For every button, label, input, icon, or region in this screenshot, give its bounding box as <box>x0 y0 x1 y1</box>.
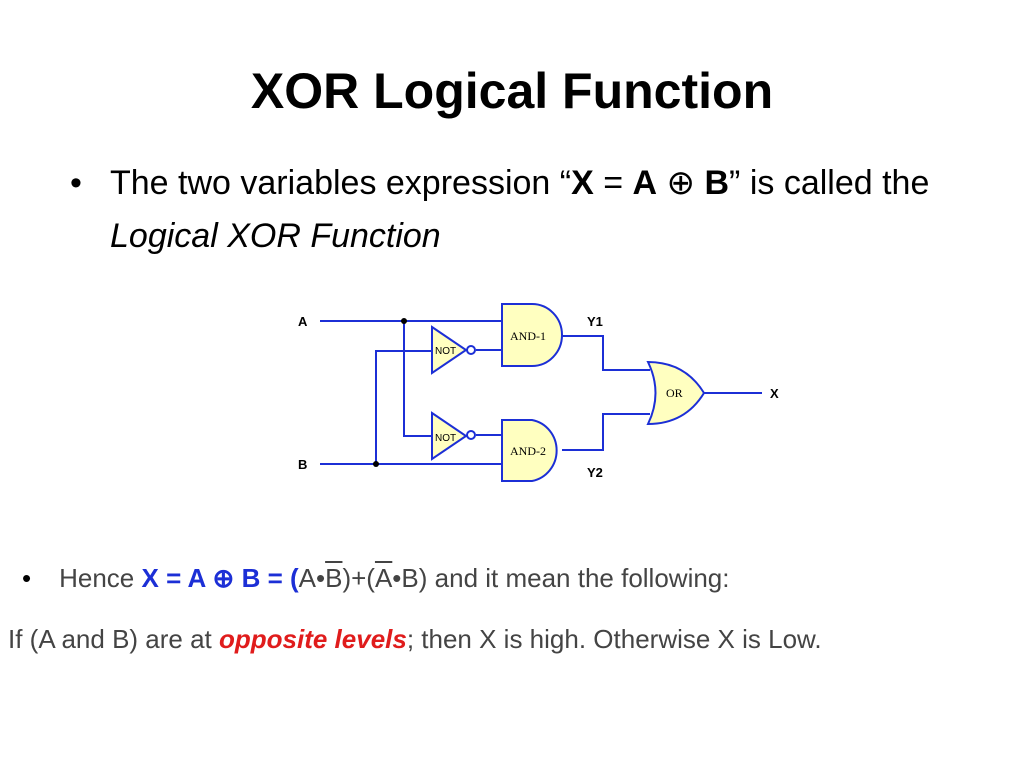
condition-pre: If (A and B) are at <box>8 624 219 654</box>
xor-function-name: Logical XOR Function <box>110 217 441 255</box>
bullet-text: The two variables expression “X = A ⊕ B”… <box>110 157 950 263</box>
or-gate-label: OR <box>666 386 683 400</box>
formula-xor-operator: ⊕ <box>205 563 242 593</box>
term1-dot: • <box>316 563 326 593</box>
formula-line: •Hence X = A ⊕ B = (A•B)+(A•B) and it me… <box>22 563 730 594</box>
formula-bullet-marker: • <box>22 563 32 593</box>
formula-plus: )+( <box>342 563 375 593</box>
var-a: A <box>632 164 658 202</box>
xor-circuit-diagram: NOT NOT AND-1 AND-2 OR A B Y1 Y2 X <box>298 303 779 482</box>
junction-dot-b <box>373 461 379 467</box>
and-gate-1: AND-1 <box>501 303 563 367</box>
xor-operator: ⊕ <box>657 164 705 202</box>
bullet-definition: • The two variables expression “X = A ⊕ … <box>70 157 950 263</box>
var-b: B <box>704 164 730 202</box>
formula-tail-text: and it mean the following: <box>427 563 730 593</box>
wire-y2 <box>562 413 650 451</box>
wire-b-branch <box>375 350 432 464</box>
term2-a-complement: A <box>374 563 393 593</box>
not-gate-1: NOT <box>431 325 476 375</box>
output-x-label: X <box>770 386 779 401</box>
formula-x: X <box>141 563 159 593</box>
term2-dot: • <box>392 563 402 593</box>
and-gate-2-label: AND-2 <box>510 444 546 458</box>
not-gate-1-label: NOT <box>435 346 456 357</box>
formula-equals: = <box>158 563 188 593</box>
junction-dot-a <box>401 318 407 324</box>
wire-a-branch <box>403 321 432 437</box>
bullet-text-part: ” is called the <box>729 164 930 202</box>
wires <box>320 320 762 465</box>
bullet-text-part: The two variables expression “ <box>110 164 572 202</box>
input-b-label: B <box>298 457 307 472</box>
formula-a: A <box>187 563 206 593</box>
formula-left-paren: ( <box>289 563 299 593</box>
condition-post: ; then X is high. Otherwise X is Low. <box>406 624 822 654</box>
formula-equals-2: = <box>260 563 290 593</box>
and-gate-2: AND-2 <box>501 419 558 482</box>
y2-label: Y2 <box>587 465 603 480</box>
formula-b: B <box>241 563 261 593</box>
condition-line: If (A and B) are at opposite levels; the… <box>8 624 822 655</box>
hence-text: Hence <box>59 563 142 593</box>
not-gate-2-label: NOT <box>435 433 456 444</box>
or-gate: OR <box>646 360 706 426</box>
y1-label: Y1 <box>587 314 603 329</box>
equals-sign: = <box>593 164 633 202</box>
formula-right-paren: ) <box>418 563 428 593</box>
term1-b-complement: B <box>325 563 343 593</box>
term2-b: B <box>401 563 419 593</box>
slide-title: XOR Logical Function <box>250 63 774 119</box>
bullet-marker: • <box>70 164 82 202</box>
condition-emphasis: opposite levels <box>219 624 407 654</box>
input-a-label: A <box>298 314 308 329</box>
wire-y1 <box>562 335 650 371</box>
var-x: X <box>571 164 594 202</box>
term1-a: A <box>298 563 316 593</box>
and-gate-1-label: AND-1 <box>510 329 546 343</box>
not-gate-2: NOT <box>431 411 476 461</box>
